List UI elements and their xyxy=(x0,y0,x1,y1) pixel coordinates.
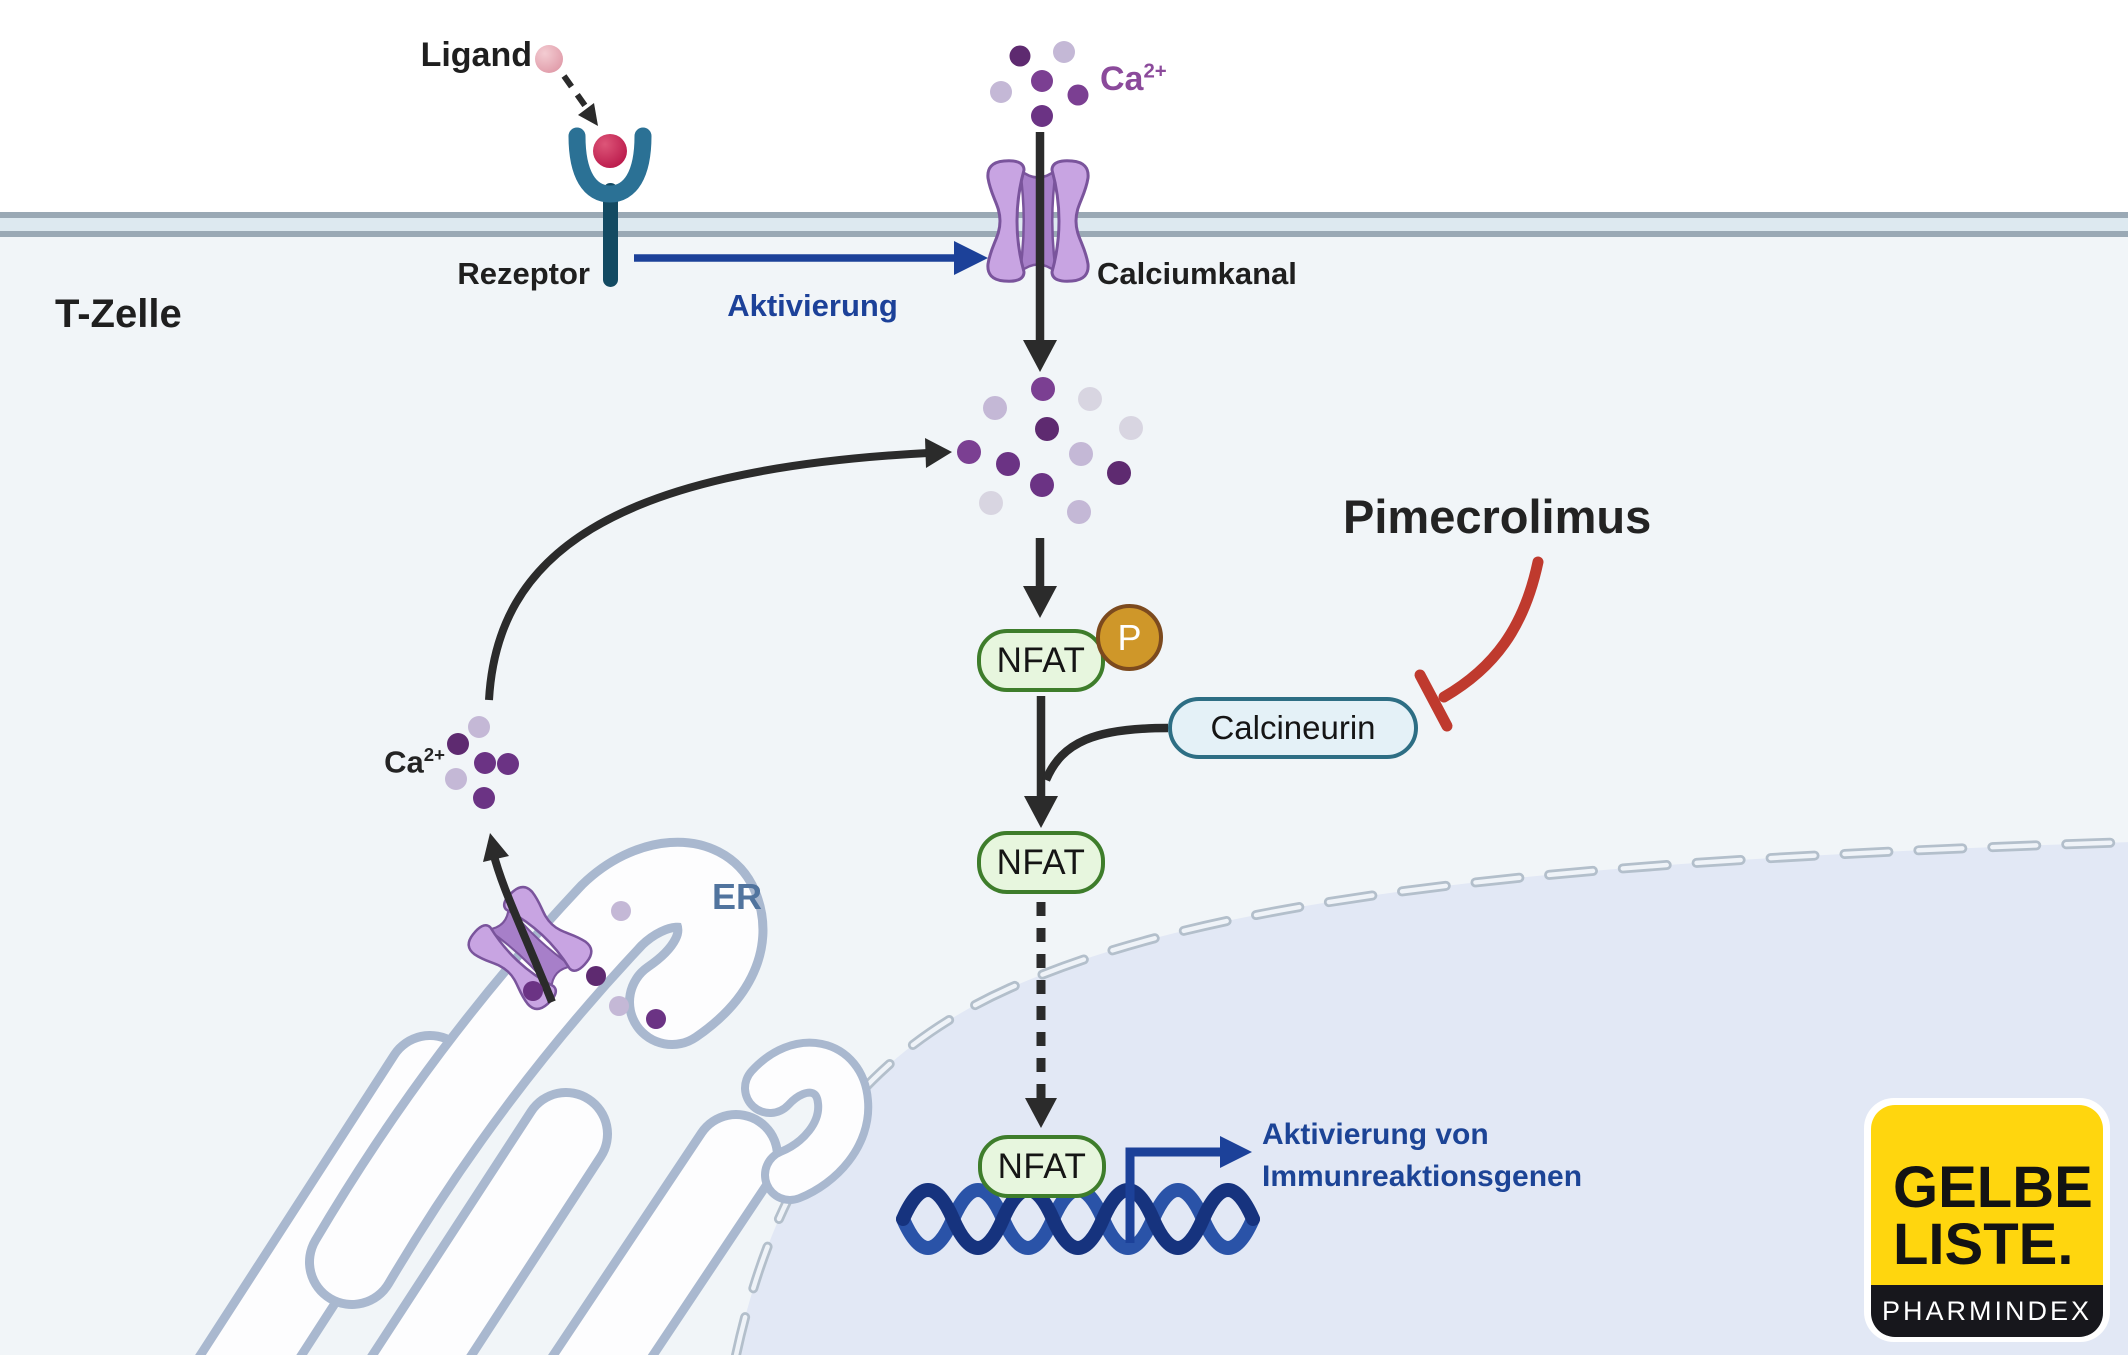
gene-activation-line2: Immunreaktionsgenen xyxy=(1262,1160,1583,1193)
calcium-ion xyxy=(1031,70,1053,92)
bound-ligand-icon xyxy=(593,134,627,168)
calcium-to-nfat-arrow xyxy=(1023,538,1057,618)
released-calcium-cluster xyxy=(445,716,519,809)
drug-label: Pimecrolimus xyxy=(1343,490,1652,543)
calcium-ion xyxy=(497,753,519,775)
er-label: ER xyxy=(712,876,763,917)
calcium-channel-label: Calciumkanal xyxy=(1097,256,1297,291)
calcium-ion xyxy=(1009,45,1031,67)
ligand-label: Ligand xyxy=(420,36,532,74)
calcium-ion-label-extracellular: Ca2+ xyxy=(1100,60,1167,99)
receptor-icon xyxy=(568,127,652,287)
calcium-ion xyxy=(473,787,495,809)
calcium-ion xyxy=(646,1009,666,1029)
gene-activation-label: Aktivierung von Immunreaktionsgenen xyxy=(1262,1114,1582,1198)
logo-line1: GELBE xyxy=(1893,1155,2093,1220)
nfat-nuclear-node: NFAT xyxy=(978,1135,1106,1198)
logo-tagline: PHARMINDEX xyxy=(1871,1285,2103,1337)
cell-label: T-Zelle xyxy=(55,292,182,336)
dephosphorylation-arrow xyxy=(1024,696,1169,828)
logo-line2: LISTE. xyxy=(1893,1212,2074,1277)
calcium-ion xyxy=(474,752,496,774)
calcium-ion xyxy=(609,996,629,1016)
cytoplasmic-calcium-cluster xyxy=(957,377,1143,524)
calcium-ion xyxy=(996,452,1020,476)
nfat-dephosphorylated-node: NFAT xyxy=(977,831,1105,894)
activation-label: Aktivierung xyxy=(727,288,898,323)
calcium-symbol: Ca xyxy=(1100,60,1144,98)
calcium-influx-arrow xyxy=(1023,132,1057,372)
activation-arrow xyxy=(634,241,988,275)
calcium-ion xyxy=(957,440,981,464)
gelbe-liste-logo: GELBE LISTE. PHARMINDEX xyxy=(1864,1098,2110,1342)
calcium-charge: 2+ xyxy=(423,744,445,765)
er-calcium-ions xyxy=(523,901,666,1029)
nucleus xyxy=(730,837,2128,1355)
receptor-label: Rezeptor xyxy=(457,256,590,291)
nfat-phosphorylated-node: NFAT xyxy=(977,629,1105,692)
er-release-arrow xyxy=(483,833,556,1004)
calcium-ion xyxy=(979,491,1003,515)
calcium-ion xyxy=(983,396,1007,420)
calcium-ion xyxy=(1069,442,1093,466)
nucleus-boundary-inner xyxy=(733,839,2128,1355)
calcium-ion xyxy=(990,81,1012,103)
nucleus-fill xyxy=(736,842,2128,1355)
calcium-ion xyxy=(1031,105,1053,127)
calcium-ion xyxy=(1078,387,1102,411)
ligand-icon xyxy=(535,45,563,73)
calcium-ion xyxy=(611,901,631,921)
ligand-binding-arrow xyxy=(561,74,598,126)
gene-activation-line1: Aktivierung von xyxy=(1262,1118,1489,1151)
calcineurin-node: Calcineurin xyxy=(1168,697,1418,759)
calcium-recirculation-arrow xyxy=(485,438,952,701)
transcription-arrow xyxy=(1125,1136,1252,1243)
er-structure xyxy=(195,837,873,1355)
calcium-ion xyxy=(1030,473,1054,497)
calcium-ion xyxy=(1119,416,1143,440)
calcium-ion xyxy=(1107,461,1131,485)
calcium-ion xyxy=(1067,84,1089,106)
calcium-ion xyxy=(586,966,606,986)
logo-yellow-panel: GELBE LISTE. xyxy=(1871,1105,2103,1285)
calcium-ion-label-cytoplasm: Ca2+ xyxy=(340,744,445,780)
calcium-ion xyxy=(523,981,543,1001)
calcium-charge: 2+ xyxy=(1143,60,1167,83)
calcium-ion xyxy=(1035,417,1059,441)
calcium-ion xyxy=(468,716,490,738)
extracellular-calcium-ions xyxy=(990,41,1089,127)
calcium-ion xyxy=(1053,41,1075,63)
calcium-ion xyxy=(1031,377,1055,401)
phosphate-badge: P xyxy=(1096,604,1163,671)
calcium-symbol: Ca xyxy=(384,744,424,780)
calcium-ion xyxy=(447,733,469,755)
calcium-ion xyxy=(1067,500,1091,524)
inhibition-arrow xyxy=(1414,556,1544,732)
nuclear-translocation-arrow xyxy=(1025,902,1057,1128)
calcium-ion xyxy=(445,768,467,790)
